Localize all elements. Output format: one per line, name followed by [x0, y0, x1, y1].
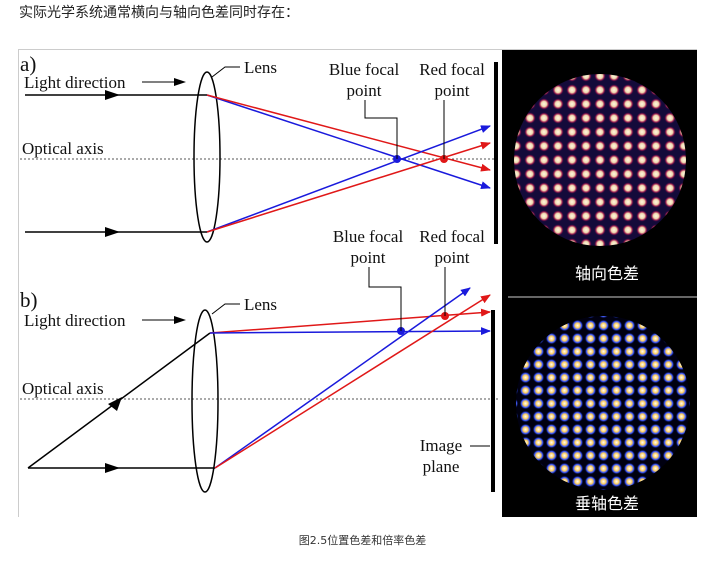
image-plane-label-2: plane [423, 457, 460, 476]
blue-focal-label: Blue focal [329, 60, 400, 79]
red-focal-label: Red focal [419, 60, 485, 79]
figure-caption: 图2.5位置色差和倍率色差 [298, 534, 427, 547]
axial-label: 轴向色差 [575, 264, 639, 283]
blue-focal-label-b: Blue focal [333, 227, 404, 246]
image-plane-label: Image [420, 436, 462, 455]
red-focal-label-b-2: point [435, 248, 470, 267]
lens-label-b: Lens [244, 295, 277, 314]
optical-axis-label-b: Optical axis [22, 379, 104, 398]
lens-label: Lens [244, 58, 277, 77]
panel-a-tag: a) [20, 52, 36, 76]
lens-b [191, 309, 219, 493]
blue-focal-label-b-2: point [351, 248, 386, 267]
lateral-label: 垂轴色差 [575, 494, 639, 513]
optical-axis-label: Optical axis [22, 139, 104, 158]
axial-aberration-spot-image [514, 74, 686, 246]
light-direction-label: Light direction [24, 73, 126, 92]
red-focal-label-2: point [435, 81, 470, 100]
blue-focal-label-2: point [347, 81, 382, 100]
lateral-aberration-spot-image [516, 316, 690, 490]
lens-a [193, 71, 221, 243]
red-focal-label-b: Red focal [419, 227, 485, 246]
light-direction-label-b: Light direction [24, 311, 126, 330]
intro-text: 实际光学系统通常横向与轴向色差同时存在： [19, 5, 299, 21]
panel-b-tag: b) [20, 288, 38, 312]
